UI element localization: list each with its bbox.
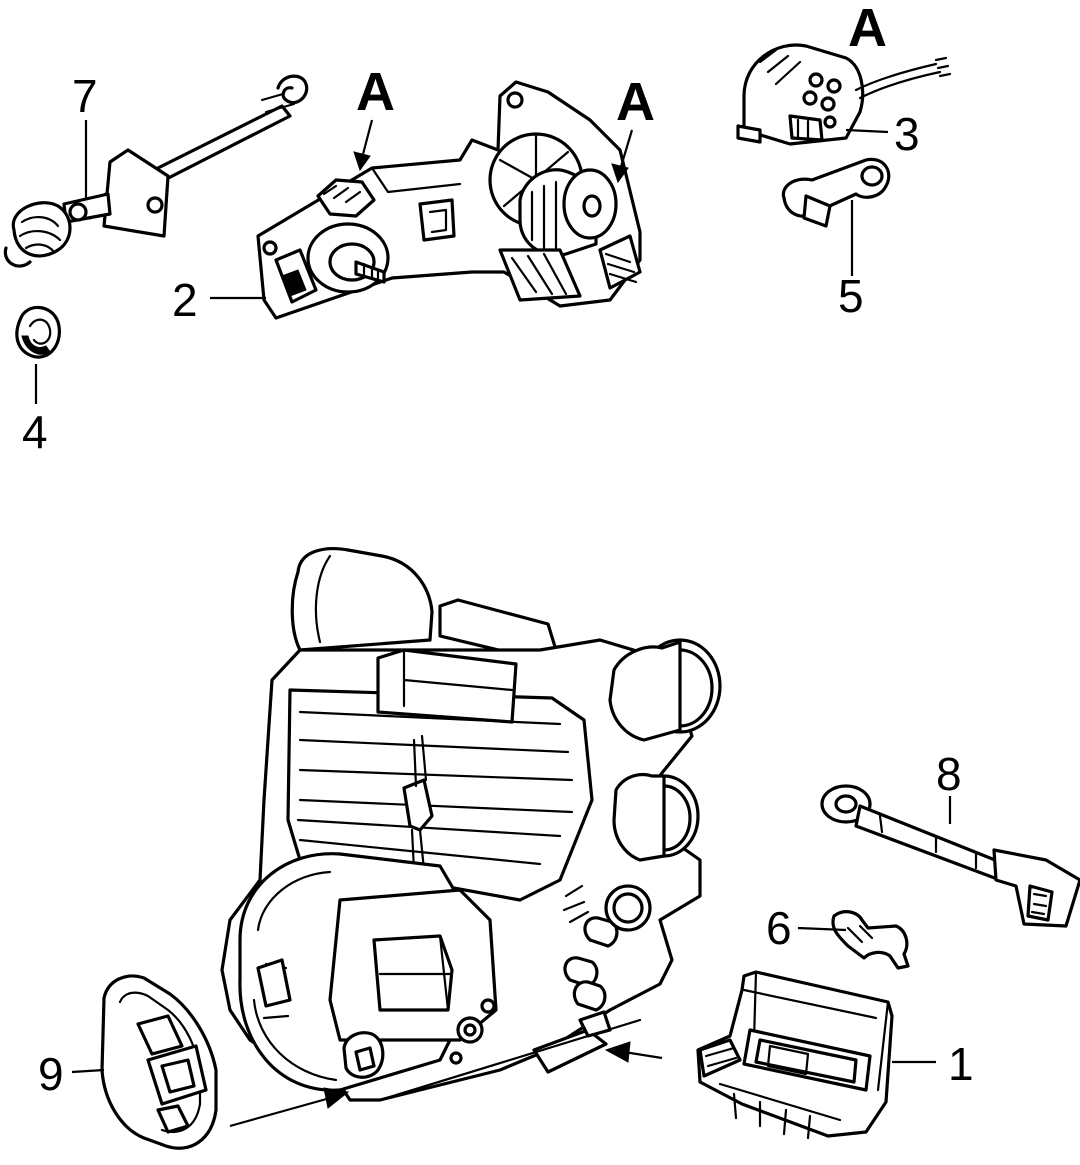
part-6-spring-clip bbox=[797, 910, 910, 970]
part-7-control-cable bbox=[3, 74, 309, 268]
callout-2: 2 bbox=[172, 274, 198, 326]
view-marker-a-right-label: A bbox=[616, 72, 655, 132]
callout-9: 9 bbox=[38, 1048, 64, 1100]
callout-5: 5 bbox=[838, 270, 864, 322]
part-3-actuator-motor bbox=[736, 43, 952, 146]
callout-7: 7 bbox=[72, 70, 98, 122]
view-marker-a-left-label: A bbox=[356, 62, 395, 122]
view-marker-a-left: A bbox=[353, 62, 395, 172]
callout-4: 4 bbox=[22, 406, 48, 458]
part-4-retaining-clip bbox=[15, 305, 61, 359]
callout-1: 1 bbox=[948, 1038, 974, 1090]
part-1-air-box bbox=[696, 970, 936, 1140]
callout-6: 6 bbox=[766, 902, 792, 954]
part-2-actuator-assembly bbox=[256, 80, 642, 320]
assembly-arrow-right bbox=[604, 1041, 663, 1063]
heater-housing bbox=[220, 547, 722, 1102]
view-marker-a-top-right-label: A bbox=[848, 0, 887, 58]
callout-3: 3 bbox=[894, 108, 920, 160]
view-marker-a-top-right: A bbox=[848, 0, 887, 58]
part-9-cover-frame bbox=[71, 974, 218, 1150]
assembly-arrow-left bbox=[229, 1087, 350, 1128]
part-8-linkage-rod bbox=[820, 784, 1080, 928]
part-5-lever bbox=[781, 157, 891, 276]
callout-8: 8 bbox=[936, 748, 962, 800]
view-marker-a-right: A bbox=[611, 72, 655, 184]
